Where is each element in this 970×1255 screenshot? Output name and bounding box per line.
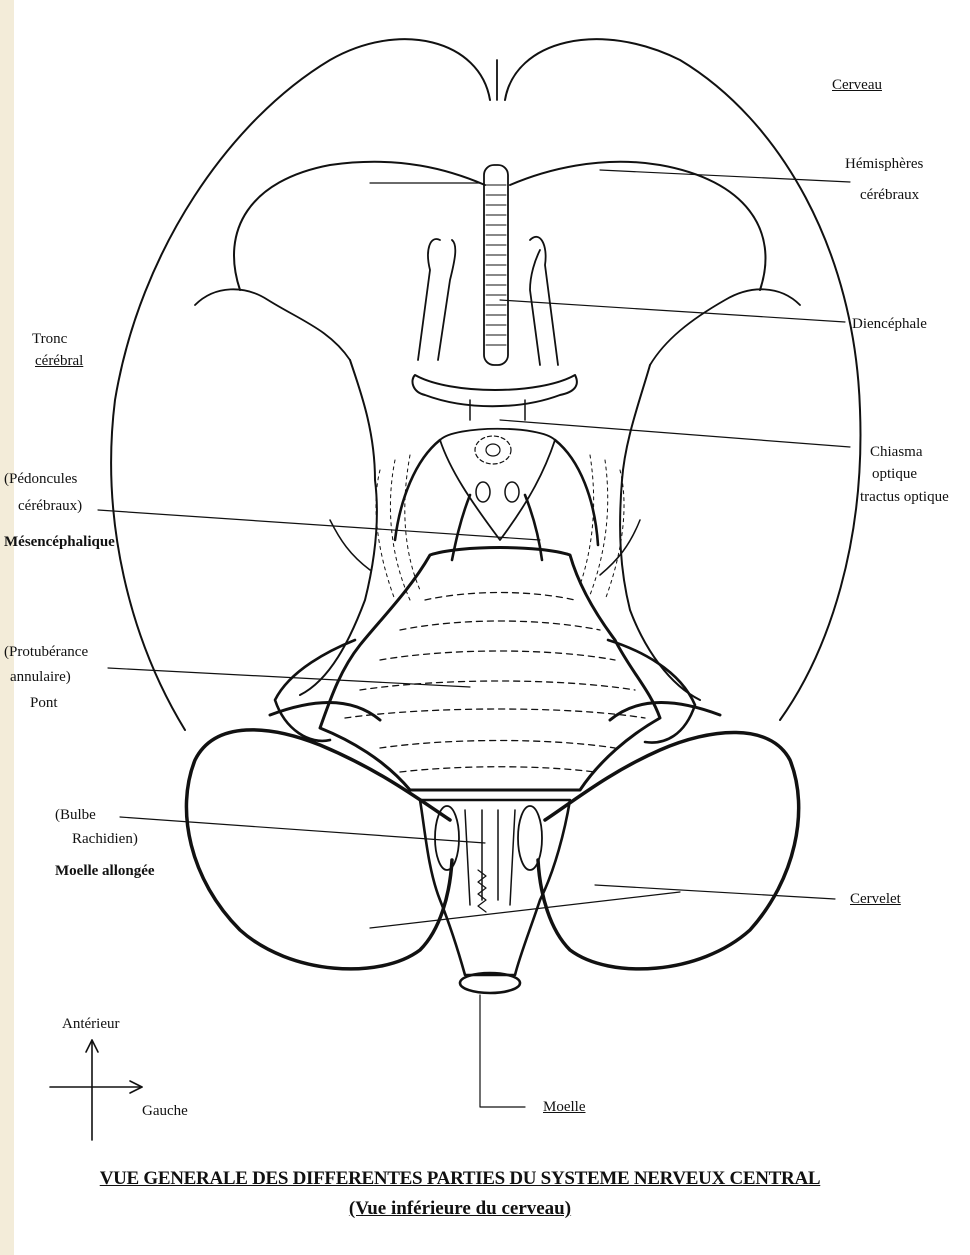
label-bulbe-2: Rachidien) — [72, 830, 138, 848]
label-pedoncules-1: (Pédoncules — [4, 470, 77, 488]
label-pedoncules-3: Mésencéphalique — [4, 533, 115, 551]
right-olfactory-bulb — [530, 237, 558, 365]
label-tronc-2: cérébral — [35, 352, 83, 370]
orientation-axes — [50, 1040, 142, 1140]
left-temporal-lobe — [300, 360, 377, 695]
optic-chiasma — [412, 375, 576, 406]
medulla-oblongata — [420, 800, 570, 975]
label-gauche: Gauche — [142, 1102, 188, 1120]
label-pedoncules-2: cérébraux) — [18, 497, 82, 515]
label-diencephale: Diencéphale — [852, 315, 927, 333]
left-peduncle — [395, 440, 470, 560]
label-protuberance-1: (Protubérance — [4, 643, 88, 661]
diagram-title: VUE GENERALE DES DIFFERENTES PARTIES DU … — [60, 1168, 860, 1190]
cerebellum-left — [186, 730, 452, 969]
right-hemisphere-outline — [505, 39, 860, 720]
label-chiasma-3: tractus optique — [860, 488, 949, 506]
label-hemispheres-2: cérébraux — [860, 186, 919, 204]
label-chiasma-1: Chiasma — [870, 443, 923, 461]
label-bulbe-3: Moelle allongée — [55, 862, 155, 880]
cerebellum-right — [538, 732, 799, 968]
right-peduncle — [525, 440, 598, 560]
label-tronc-1: Tronc — [32, 330, 67, 348]
left-hemisphere-outline — [111, 39, 490, 730]
leader-lines — [98, 170, 850, 1107]
label-cerveau: Cerveau — [832, 76, 882, 94]
label-bulbe-1: (Bulbe — [55, 806, 96, 824]
right-frontal-lobe — [510, 162, 765, 290]
label-protuberance-3: Pont — [30, 694, 58, 712]
label-moelle: Moelle — [543, 1098, 586, 1116]
diagram-subtitle: (Vue inférieure du cerveau) — [60, 1198, 860, 1220]
left-olfactory-bulb — [418, 239, 455, 360]
pons — [320, 548, 660, 791]
label-anterieur: Antérieur — [62, 1015, 119, 1033]
label-chiasma-2: optique — [872, 465, 917, 483]
left-flocculus — [275, 640, 355, 741]
label-protuberance-2: annulaire) — [10, 668, 71, 686]
left-frontal-lobe — [234, 162, 485, 290]
label-hemispheres-1: Hémisphères — [845, 155, 923, 173]
right-flocculus — [608, 640, 695, 743]
label-cervelet: Cervelet — [850, 890, 901, 908]
